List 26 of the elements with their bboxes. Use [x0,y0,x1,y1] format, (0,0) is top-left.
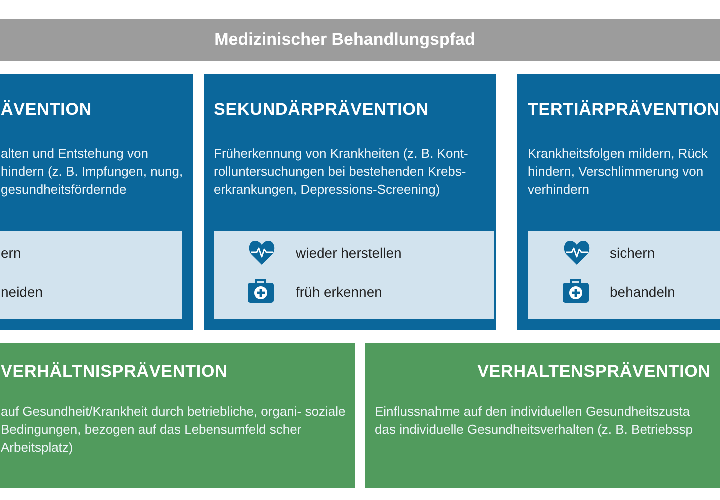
inner-panel [214,231,494,319]
card-description: Einflussnahme auf den individuellen Gesundheitszusta das individuelle Gesundheitsverhalten (z. B. Betriebssp [375,403,694,439]
category-card [365,343,720,488]
list-item-text: ern [1,244,22,262]
category-card [0,343,355,488]
band-title: Medizinischer Behandlungspfad [214,30,476,50]
list-item-text: neiden [1,283,44,301]
card-description: alten und Entstehung von hindern (z. B. Impfungen, nung, gesundheitsfördernde [1,145,184,199]
header-band [0,19,720,61]
inner-panel [0,231,182,319]
list-item-text: sichern [610,244,656,262]
list-item-text: wieder herstellen [296,244,402,262]
card-heading: VERHÄLTNISPRÄVENTION [1,362,228,382]
list-item-text: früh erkennen [296,283,382,301]
card-description: Krankheitsfolgen mildern, Rück hindern, Verschlimmerung von verhindern [528,145,709,199]
inner-panel [528,231,720,319]
card-heading: SEKUNDÄRPRÄVENTION [214,100,429,120]
card-heading: TERTIÄRPRÄVENTION [528,100,720,120]
category-card [0,74,193,330]
category-card [204,74,496,330]
category-card [517,74,720,330]
list-item-text: behandeln [610,283,676,301]
card-heading: VERHALTENSPRÄVENTION [478,362,711,382]
card-heading: ÄVENTION [1,100,92,120]
card-description: Früherkennung von Krankheiten (z. B. Kont- rolluntersuchungen bei bestehenden Krebs- erkrankungen, Depressions-Screening) [214,145,470,199]
card-description: auf Gesundheit/Krankheit durch betriebliche, organi- soziale Bedingungen, bezogen auf das Lebensumfeld scher Arbeitsplatz) [1,403,347,457]
